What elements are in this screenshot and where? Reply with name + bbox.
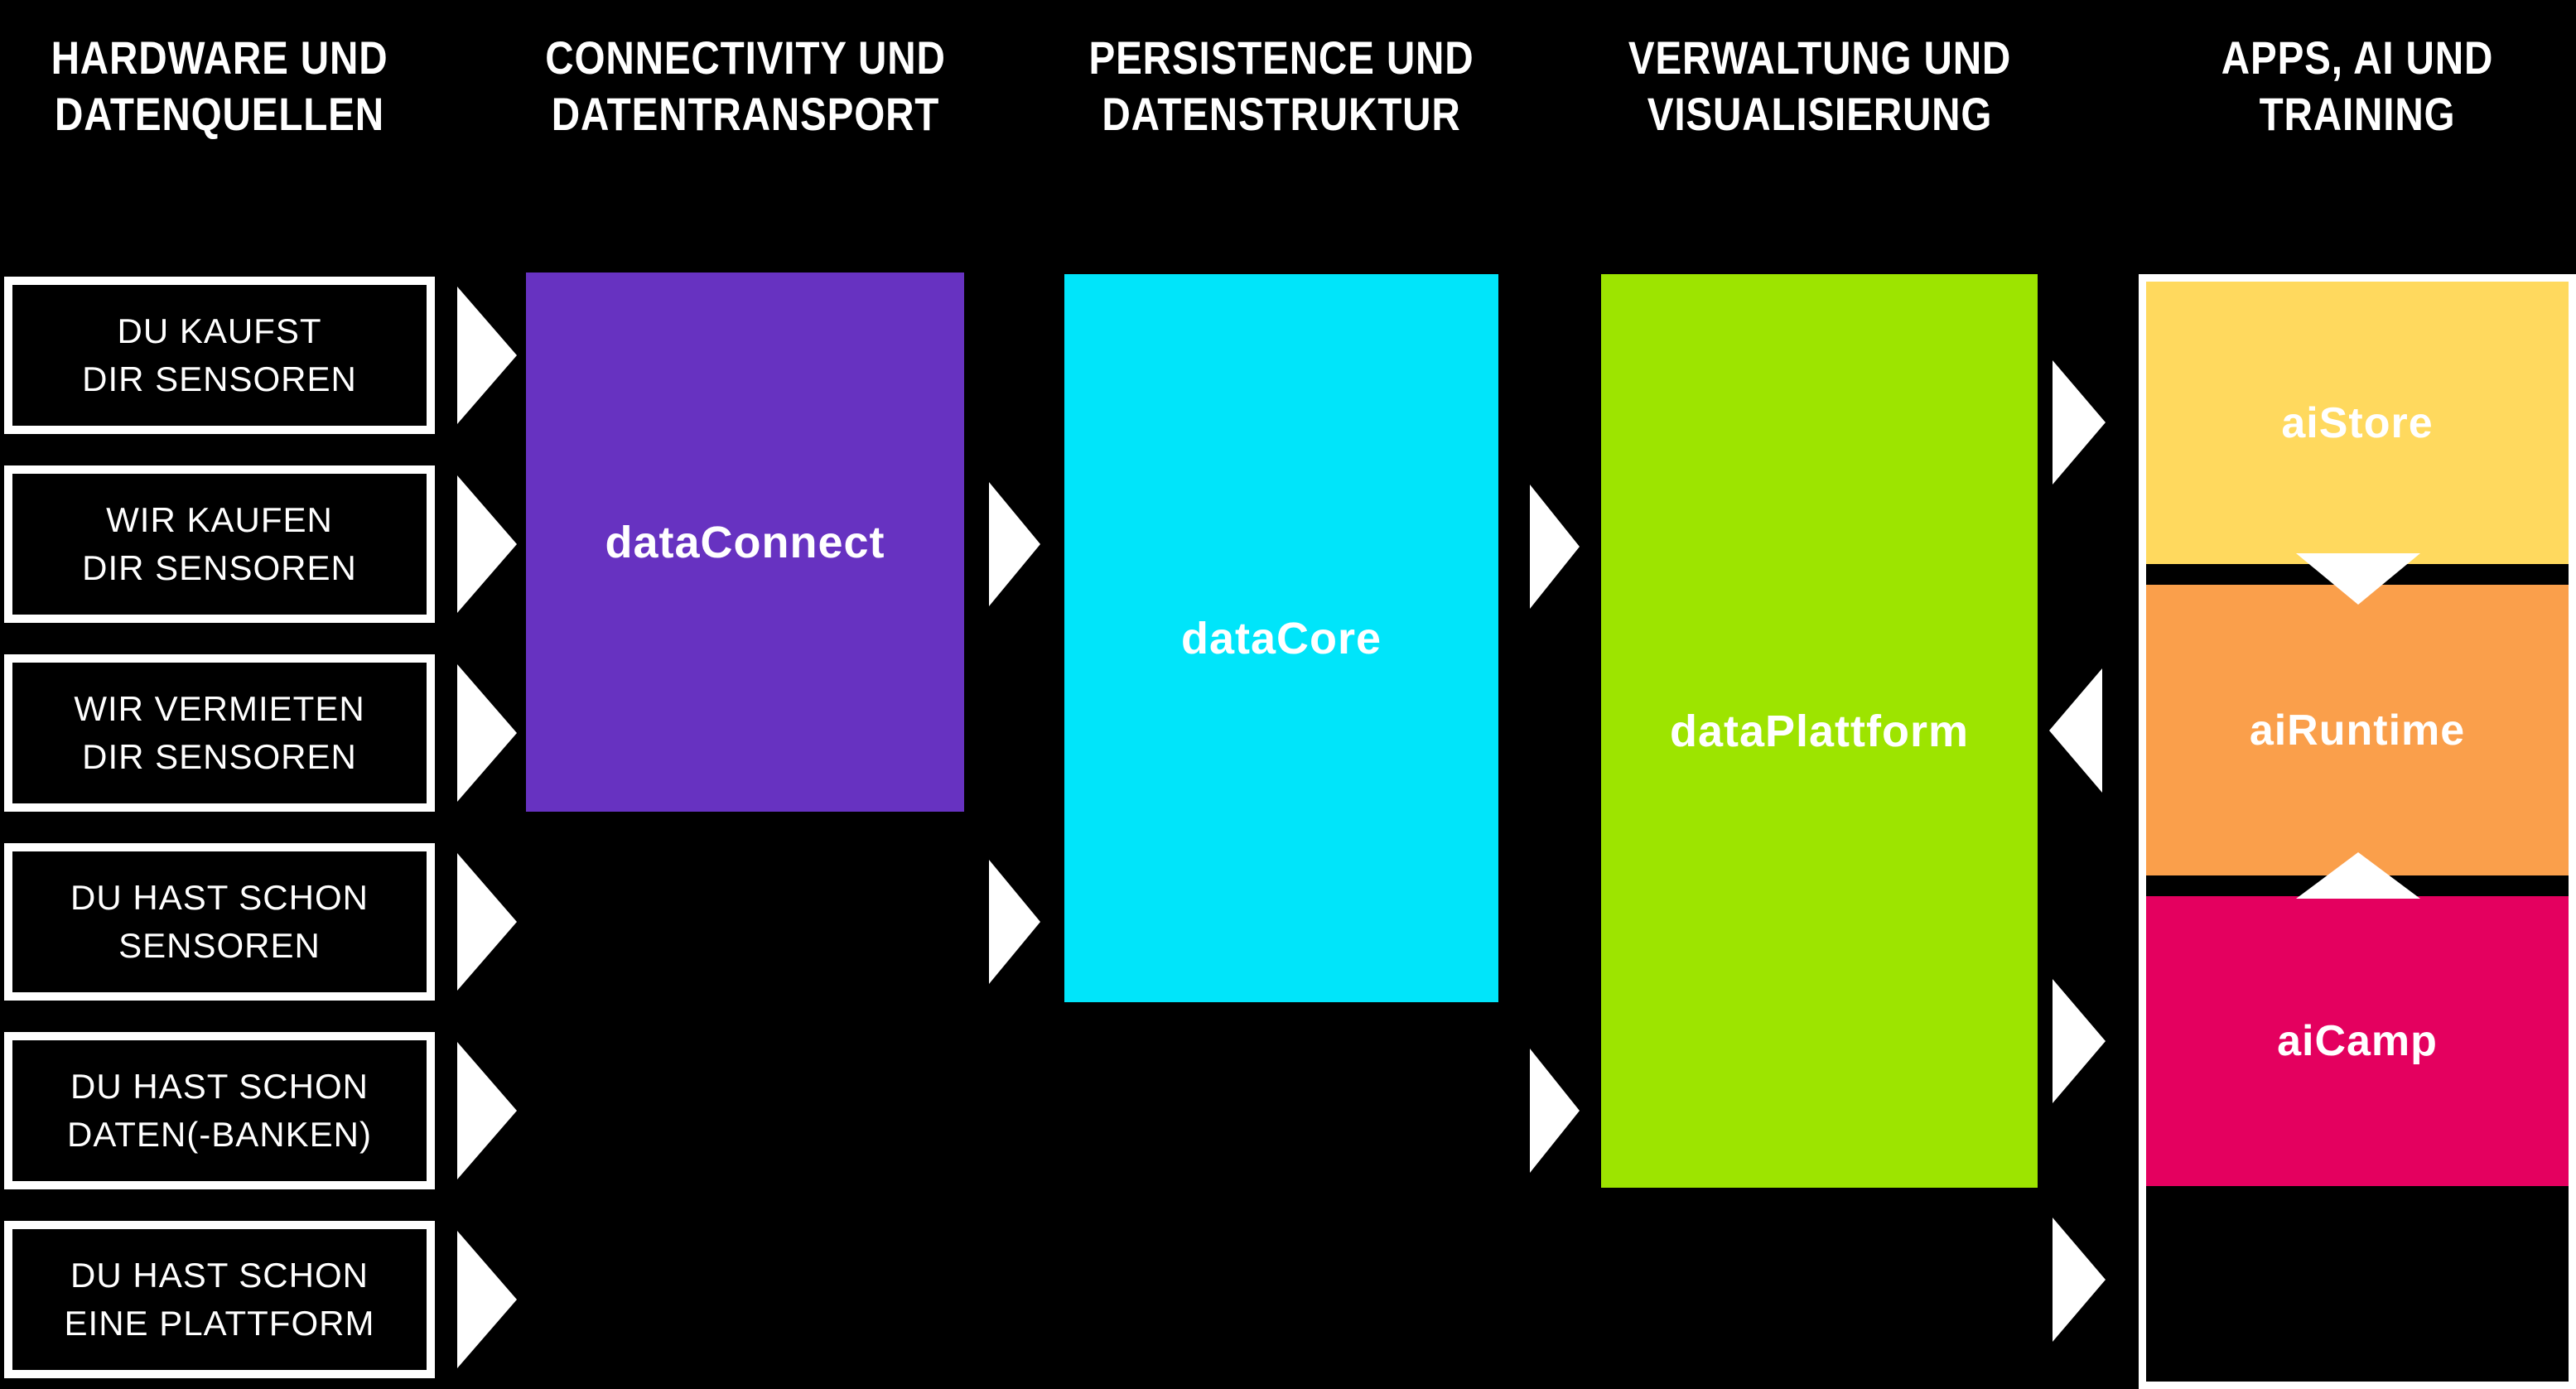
flow-arrow-icon (457, 853, 517, 991)
header-line: VISUALISIERUNG (1647, 88, 1993, 140)
app-label: aiStore (2281, 398, 2434, 447)
header-line: DATENQUELLEN (54, 88, 385, 140)
header-line: DATENTRANSPORT (551, 88, 940, 140)
source-box-label: EINE PLATTFORM (64, 1304, 375, 1343)
app-empty-slot (2146, 1186, 2569, 1382)
flow-arrow-icon (2053, 979, 2106, 1103)
source-box-schon-sensoren: DU HAST SCHON SENSOREN (4, 843, 435, 1001)
source-box-label: DIR SENSOREN (82, 737, 357, 776)
stage-dataplattform: dataPlattform (1601, 274, 2038, 1188)
flow-arrow-icon (457, 1042, 517, 1179)
header-line: HARDWARE UND (51, 31, 388, 84)
source-box-label: DU HAST SCHON (70, 1067, 369, 1106)
flow-arrow-icon (457, 287, 517, 424)
flow-arrow-icon (2053, 1218, 2106, 1342)
source-box-label: SENSOREN (118, 926, 321, 965)
header-line: APPS, AI UND (2221, 31, 2494, 84)
flow-arrow-icon (1530, 485, 1580, 609)
flow-arrow-left-icon (2049, 668, 2102, 793)
flow-arrow-icon (457, 664, 517, 802)
source-box-schon-plattform: DU HAST SCHON EINE PLATTFORM (4, 1221, 435, 1378)
flow-arrow-icon (457, 1231, 517, 1368)
source-box-label: DATEN(-BANKEN) (67, 1115, 372, 1154)
stage-label: dataConnect (605, 517, 885, 567)
column-header-apps: APPS, AI UND TRAINING (2125, 30, 2576, 142)
source-box-wir-vermieten: WIR VERMIETEN DIR SENSOREN (4, 654, 435, 812)
app-aicamp: aiCamp (2146, 896, 2569, 1186)
header-line: VERWALTUNG UND (1628, 31, 2012, 84)
flow-arrow-icon (2053, 360, 2106, 485)
app-label: aiRuntime (2249, 706, 2466, 755)
app-aistore: aiStore (2146, 282, 2569, 564)
header-line: PERSISTENCE UND (1088, 31, 1474, 84)
column-header-persistence: PERSISTENCE UND DATENSTRUKTUR (1049, 30, 1514, 142)
flow-arrow-icon (989, 860, 1040, 984)
header-line: TRAINING (2259, 88, 2456, 140)
source-box-du-kaufst: DU KAUFST DIR SENSOREN (4, 277, 435, 434)
source-box-wir-kaufen: WIR KAUFEN DIR SENSOREN (4, 465, 435, 623)
flow-arrow-icon (457, 475, 517, 613)
column-header-connectivity: CONNECTIVITY UND DATENTRANSPORT (514, 30, 978, 142)
column-header-verwaltung: VERWALTUNG UND VISUALISIERUNG (1588, 30, 2053, 142)
source-box-label: WIR VERMIETEN (74, 689, 365, 728)
source-box-label: DU KAUFST (117, 311, 322, 350)
source-box-label: DU HAST SCHON (70, 1256, 369, 1295)
header-line: CONNECTIVITY UND (545, 31, 946, 84)
flow-arrow-icon (1530, 1049, 1580, 1173)
source-box-label: DIR SENSOREN (82, 359, 357, 398)
header-line: DATENSTRUKTUR (1102, 88, 1461, 140)
stage-label: dataPlattform (1669, 706, 1970, 756)
stage-datacore: dataCore (1064, 274, 1498, 1002)
source-box-label: DIR SENSOREN (82, 548, 357, 587)
stage-label: dataCore (1180, 613, 1382, 663)
flow-arrow-icon (989, 482, 1040, 606)
column-header-hardware: HARDWARE UND DATENQUELLEN (0, 30, 452, 142)
stage-dataconnect: dataConnect (526, 272, 964, 812)
app-label: aiCamp (2277, 1017, 2438, 1065)
source-box-label: DU HAST SCHON (70, 878, 369, 917)
source-box-label: WIR KAUFEN (106, 500, 333, 539)
source-box-schon-daten: DU HAST SCHON DATEN(-BANKEN) (4, 1032, 435, 1189)
app-airuntime: aiRuntime (2146, 585, 2569, 875)
